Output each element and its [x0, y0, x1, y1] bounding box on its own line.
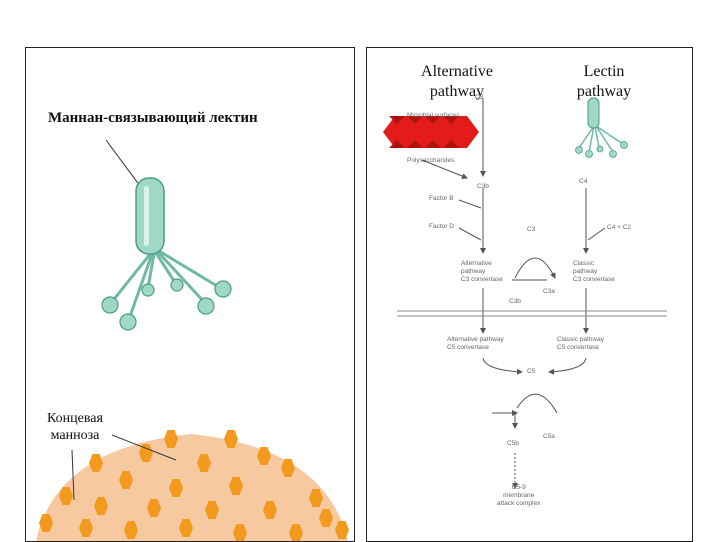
mannose-hexagon: [319, 509, 333, 527]
lectin-header-line2: pathway: [576, 83, 632, 100]
mannose-hexagon: [59, 487, 73, 505]
mannose-label-line1: Концевая: [47, 411, 103, 426]
label-c4: C4: [579, 178, 588, 185]
label-c5a: C5a: [543, 433, 555, 440]
mbl-panel: Маннан-связывающий лектин Концевая манно…: [25, 47, 355, 542]
label-c3-mid: C3: [527, 226, 536, 233]
label-c3b: C3b: [477, 183, 489, 190]
label-c3-top: C3: [475, 94, 484, 101]
label-microbial-surfaces: Microbial surfaces: [407, 112, 460, 119]
mbl-label: Маннан-связывающий лектин: [48, 110, 258, 126]
label-factor-d: Factor D: [429, 223, 454, 230]
label-c4-c2: C4 + C2: [607, 224, 632, 231]
mannose-hexagon: [39, 514, 53, 532]
mbl-illustration: [36, 139, 349, 541]
pathway-diagram: [383, 97, 667, 489]
mannose-hexagon: [89, 454, 103, 472]
mannose-hexagon: [233, 524, 247, 541]
mannose-hexagon: [289, 524, 303, 541]
mbl-molecule: [101, 177, 232, 331]
label-c3a: C3a: [543, 288, 555, 295]
label-c5b: C5b: [507, 440, 519, 447]
mannose-hexagon: [281, 459, 295, 477]
mannose-hexagon: [197, 454, 211, 472]
lectin-molecule-small: [575, 97, 628, 158]
mannose-hexagon: [229, 477, 243, 495]
pathway-panel: Alternative pathway Lectin pathway C3 Mi…: [366, 47, 693, 542]
mannose-label: Концевая манноза: [40, 410, 110, 444]
alt-header-line2: pathway: [429, 83, 485, 100]
mbl-pointer-line: [105, 139, 144, 191]
mannose-label-line2: манноза: [50, 428, 100, 443]
mannose-hexagon: [257, 447, 271, 465]
label-c5: C5: [527, 368, 536, 375]
mannose-pointer-line: [111, 434, 177, 461]
mannose-group: [39, 430, 349, 541]
label-factor-b: Factor B: [429, 195, 454, 202]
lectin-header-line1: Lectin: [583, 63, 625, 80]
mannose-hexagon: [94, 497, 108, 515]
alternative-pathway-header: Alternative pathway: [397, 62, 517, 102]
mannose-hexagon: [335, 521, 349, 539]
mannose-hexagon: [169, 479, 183, 497]
alt-header-line1: Alternative: [421, 63, 493, 80]
label-polysaccharides: Polysaccharides: [407, 157, 455, 164]
mannose-hexagon: [205, 501, 219, 519]
mannose-hexagon: [119, 471, 133, 489]
mannose-hexagon: [224, 430, 238, 448]
microbial-surface-arrow: [383, 116, 479, 148]
mannose-hexagon: [124, 521, 138, 539]
mannose-hexagon: [139, 444, 153, 462]
mannose-hexagon: [79, 519, 93, 537]
mannose-hexagon: [179, 519, 193, 537]
label-c3b-mid: C3b: [509, 298, 521, 305]
lectin-pathway-header: Lectin pathway: [549, 62, 659, 102]
mannose-hexagon: [309, 489, 323, 507]
mannose-hexagon: [263, 501, 277, 519]
mannose-hexagon: [147, 499, 161, 517]
mannose-hexagon: [164, 430, 178, 448]
mannose-pointer-line-2: [71, 449, 75, 501]
